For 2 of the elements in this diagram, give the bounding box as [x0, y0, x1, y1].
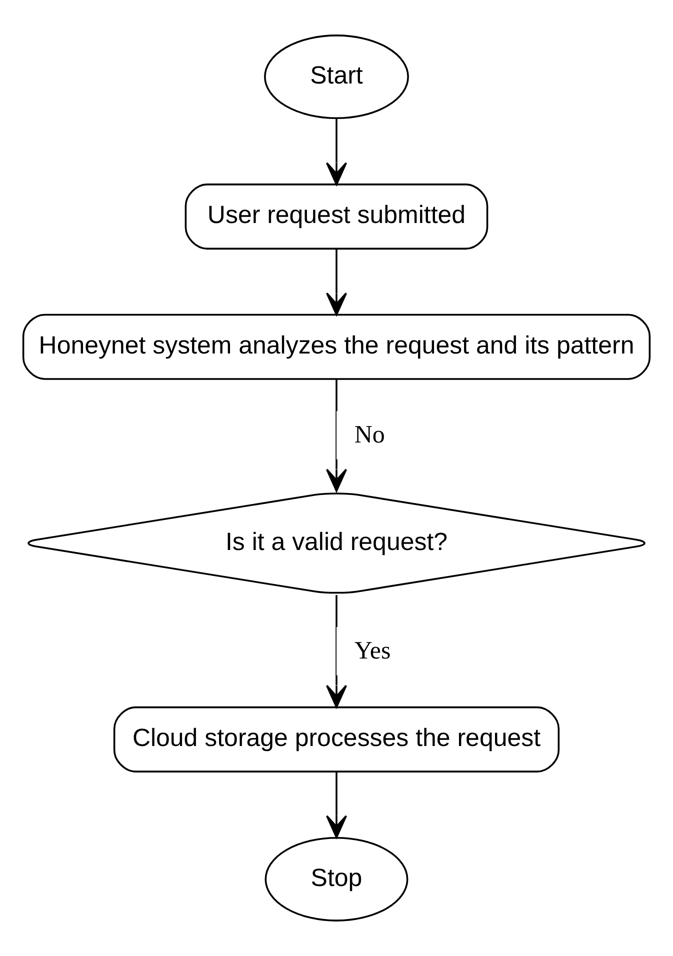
edge-label: Yes	[354, 638, 391, 665]
edge-label: No	[354, 422, 385, 449]
